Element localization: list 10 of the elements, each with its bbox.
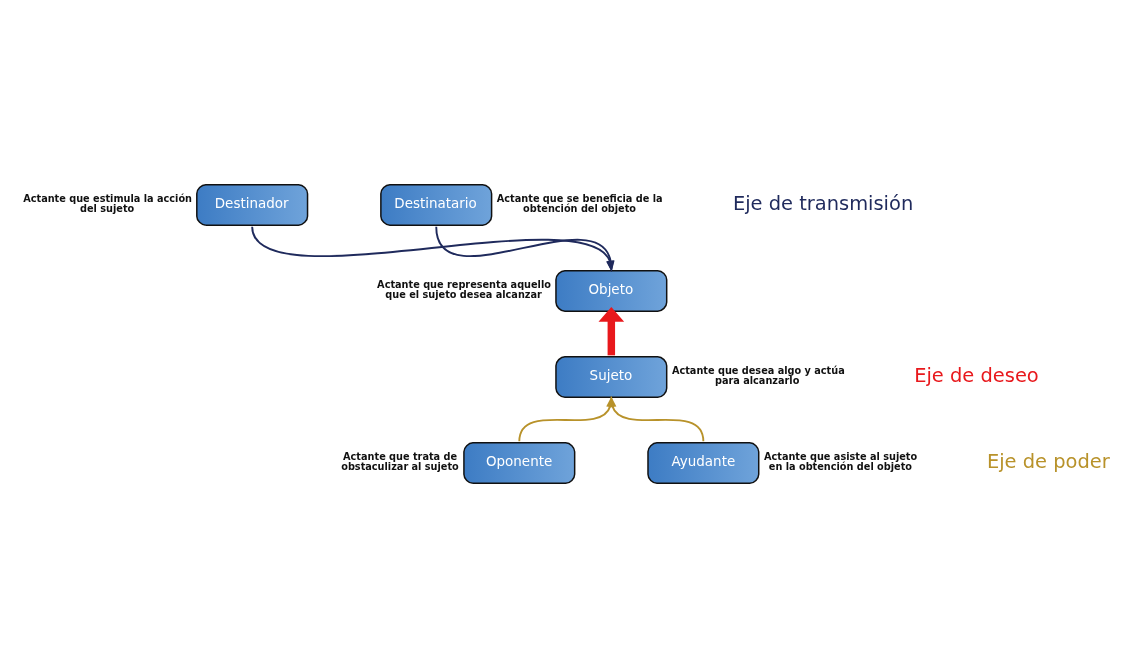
- node-label: Actante que se beneficia de la obtención del objeto: [496, 193, 663, 214]
- arrow: [598, 307, 625, 356]
- node-label: Actante que desea algo y actúa para alcanzarlo: [671, 365, 845, 387]
- label: Eje de poder: [986, 449, 1110, 473]
- node-label: Actante que trata de obstaculizar al sujeto: [341, 451, 459, 473]
- label: Eje de transmisión: [732, 191, 914, 215]
- label: Eje de deseo: [914, 363, 1039, 387]
- node-label: Actante que representa aquello que el sujeto desea alcanzar: [377, 279, 551, 301]
- node-label: Actante que estimula la acción del sujeto: [23, 193, 193, 214]
- node-label: Actante que asiste al sujeto en la obtención del objeto: [763, 451, 918, 473]
